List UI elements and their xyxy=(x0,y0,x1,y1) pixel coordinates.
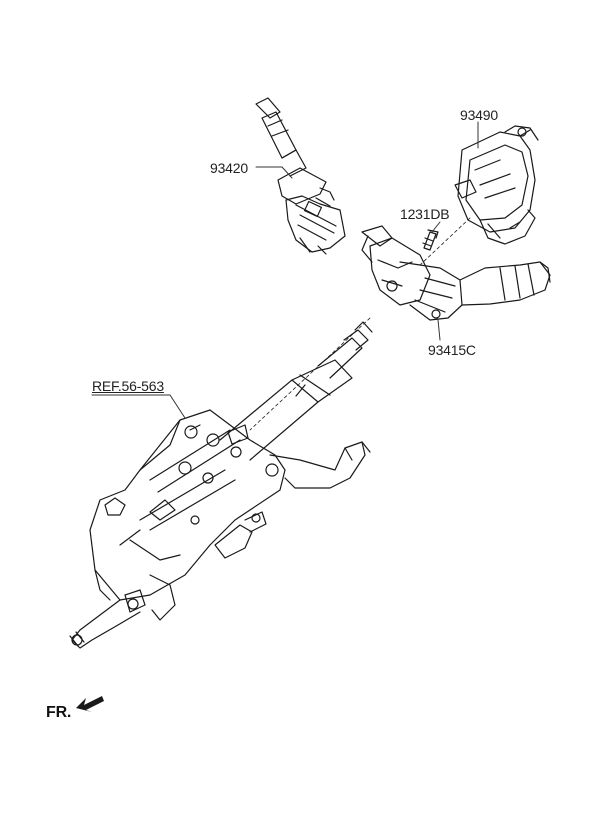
label-reference: REF.56-563 xyxy=(92,378,164,394)
label-93415C: 93415C xyxy=(428,342,476,358)
part-1231DB-screw xyxy=(422,229,439,251)
label-93420: 93420 xyxy=(210,160,248,176)
label-1231DB: 1231DB xyxy=(400,206,450,222)
part-93490-clock-spring xyxy=(419,125,539,266)
steering-column-assembly xyxy=(69,317,373,649)
leader-93415C xyxy=(437,319,441,341)
part-93420-switch xyxy=(255,97,346,255)
part-93415C-switch xyxy=(361,225,551,321)
leader-1231DB xyxy=(431,221,441,233)
leader-ref xyxy=(91,394,186,419)
label-93490: 93490 xyxy=(460,107,498,123)
front-arrow-icon xyxy=(76,696,104,712)
label-front: FR. xyxy=(46,704,72,721)
leader-93420 xyxy=(255,166,293,179)
leader-lines xyxy=(91,121,479,419)
